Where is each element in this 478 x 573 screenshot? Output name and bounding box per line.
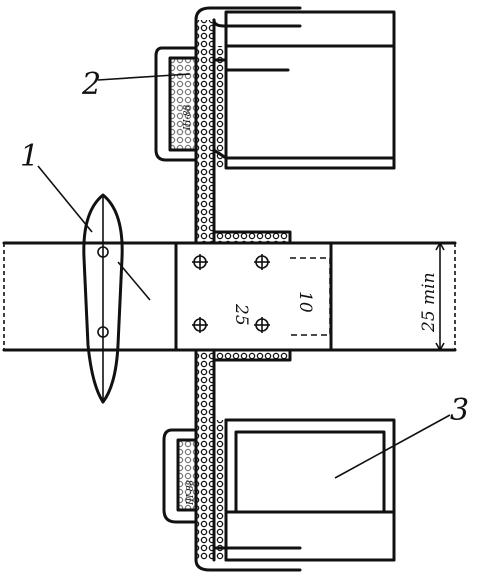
lower-clamp: III-88 (162, 428, 198, 524)
bolt-icon (254, 254, 270, 270)
lower-insulation-panel (214, 418, 396, 562)
bolt-icon (192, 254, 208, 270)
dim-label-25: 25 (231, 303, 251, 326)
bolts (192, 254, 270, 333)
weld-mark-lower: III-88 (186, 480, 196, 506)
upper-insulation-panel (212, 10, 396, 170)
bolt-icon (192, 317, 208, 333)
callout-leaders (37, 73, 451, 479)
horizontal-pipe (2, 241, 457, 352)
callout-2: 2 (81, 67, 101, 102)
bolt-icon (254, 317, 270, 333)
upper-clamp: III-88 (154, 46, 198, 162)
weld-mark-upper: III-88 (183, 105, 193, 131)
bulkhead-wall (194, 6, 302, 572)
dimension-25min: 25 min (419, 241, 445, 352)
callout-3: 3 (450, 393, 469, 428)
dim-label-25min: 25 min (419, 272, 439, 333)
dim-label-10: 10 (295, 291, 315, 313)
sleeve-flange (174, 230, 333, 362)
support-spindle (82, 193, 151, 404)
callout-1: 1 (20, 139, 39, 174)
